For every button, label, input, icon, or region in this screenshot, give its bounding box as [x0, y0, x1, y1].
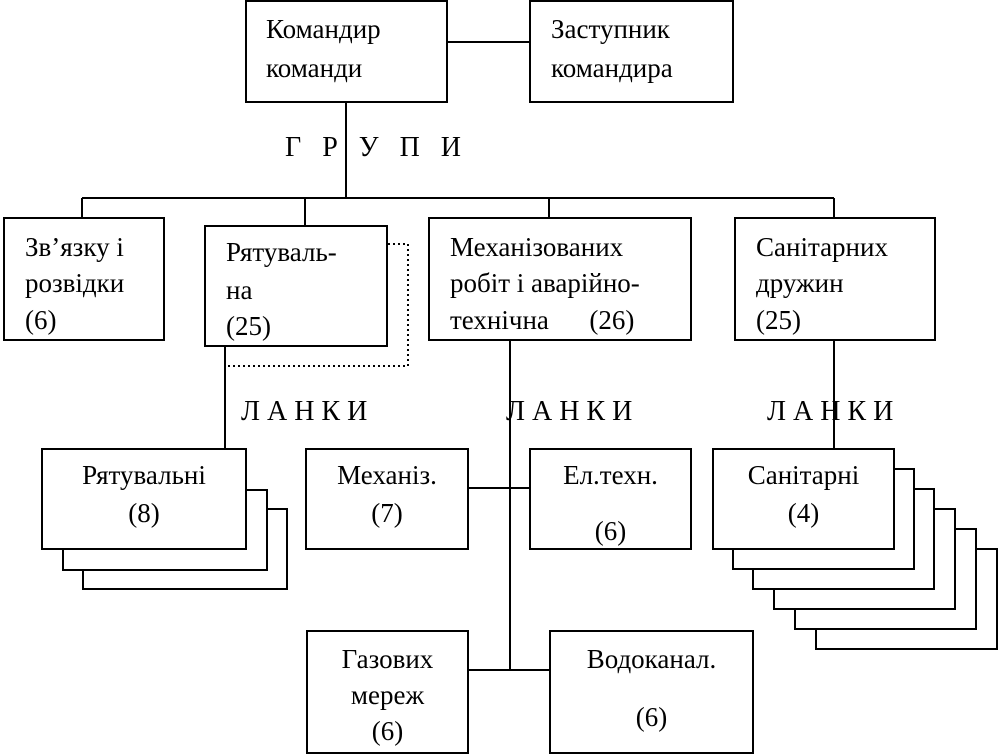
sanitary-unit-count: (4) — [787, 498, 820, 528]
group-comms-count: (6) — [25, 305, 57, 335]
group-sanitary-line1: Санітарних — [756, 232, 888, 262]
electro-unit-count: (6) — [594, 516, 627, 546]
group-mech-line3: технічна (26) — [450, 305, 635, 335]
gas-unit-line1: Газових — [341, 644, 434, 674]
commander-box: Командир команди — [245, 0, 448, 103]
group-sanitary-line2: дружин — [756, 268, 844, 298]
group-rescue-count: (25) — [226, 311, 271, 341]
group-mech-box: Механізованих робіт і аварійно- технічна… — [428, 217, 692, 341]
group-rescue-line1: Рятуваль- — [226, 237, 337, 267]
links-label-sanitary: Л А Н К И — [767, 396, 894, 427]
deputy-box: Заступник командира — [529, 0, 734, 103]
sanitary-unit-box: Санітарні (4) — [712, 448, 895, 550]
rescue-unit-name: Рятувальні — [82, 460, 206, 490]
group-comms-line1: Зв’язку і — [25, 232, 124, 262]
groups-label: Г Р У П И — [285, 132, 462, 163]
links-label-rescue: Л А Н К И — [241, 396, 368, 427]
group-comms-box: Зв’язку і розвідки (6) — [3, 217, 165, 341]
group-sanitary-count: (25) — [756, 305, 801, 335]
electro-unit-name: Ел.техн. — [563, 460, 658, 490]
mech-unit-box: Механіз. (7) — [305, 448, 469, 550]
group-mech-line1: Механізованих — [450, 232, 624, 262]
gas-unit-count: (6) — [371, 716, 404, 746]
sanitary-unit-name: Санітарні — [747, 460, 860, 490]
links-label-mech: Л А Н К И — [506, 396, 633, 427]
group-rescue-line2: на — [226, 275, 253, 305]
commander-line2: команди — [266, 53, 363, 83]
water-unit-count: (6) — [635, 702, 668, 732]
gas-unit-line2: мереж — [350, 680, 425, 710]
deputy-line1: Заступник — [551, 14, 670, 44]
group-rescue-box: Рятуваль- на (25) — [204, 225, 388, 347]
group-comms-line2: розвідки — [25, 268, 125, 298]
mech-unit-count: (7) — [371, 498, 403, 528]
water-unit-name: Водоканал. — [586, 644, 717, 674]
electro-unit-box: Ел.техн. (6) — [529, 448, 692, 550]
deputy-line2: командира — [551, 53, 673, 83]
mech-unit-name: Механіз. — [337, 460, 437, 490]
commander-line1: Командир — [266, 14, 381, 44]
group-mech-line2: робіт і аварійно- — [450, 268, 640, 298]
group-sanitary-box: Санітарних дружин (25) — [734, 217, 936, 341]
rescue-unit-box: Рятувальні (8) — [41, 448, 247, 550]
rescue-unit-count: (8) — [128, 498, 160, 528]
water-unit-box: Водоканал. (6) — [549, 630, 754, 754]
gas-unit-box: Газових мереж (6) — [306, 630, 469, 754]
